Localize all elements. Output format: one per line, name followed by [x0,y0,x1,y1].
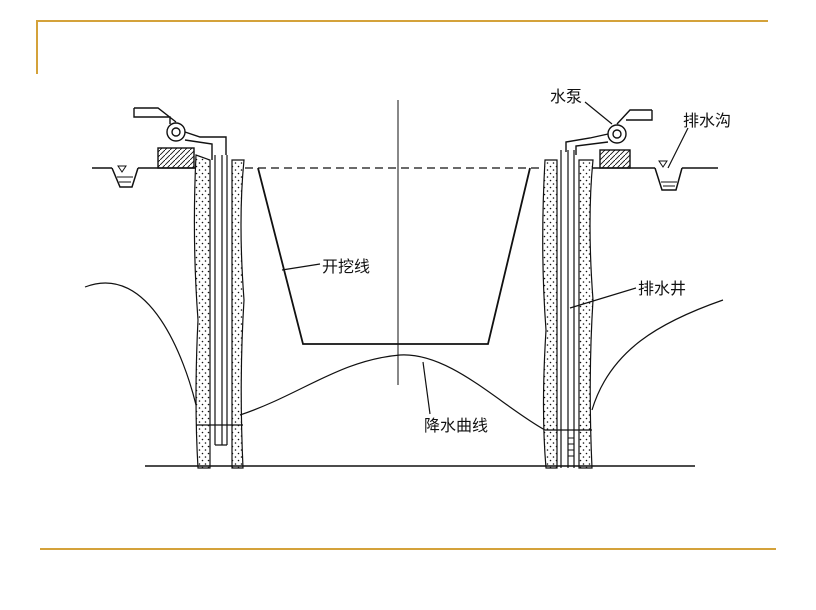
label-excavation-line: 开挖线 [322,257,370,276]
well-left-pipe [214,155,228,446]
label-drain-ditch: 排水沟 [683,111,731,130]
pump-left-impeller [166,122,186,142]
label-drawdown-curve: 降水曲线 [424,416,488,435]
leader-excavation-line [281,263,321,271]
leader-drainage-well [569,287,637,309]
left-accent-line [36,20,38,74]
pump-right-base [599,149,631,169]
bottom-accent-line [40,548,776,550]
well-right-outer-wall-l [542,159,558,469]
ditch-water-left [117,176,133,183]
well-right-screen [568,437,574,457]
label-drainage-well: 排水井 [638,279,686,298]
well-left-outer-wall-l [193,154,211,469]
pump-left-base [157,147,195,169]
well-left-outer-wall-r [231,159,245,469]
leader-drawdown-curve [422,361,431,415]
leader-pump [584,101,613,125]
pump-right-impeller [607,124,627,144]
drawdown-curve [84,282,724,431]
pump-left-discharge-pipe [184,131,227,160]
drainage-well-right [542,150,594,469]
pump-right-discharge-pipe [565,133,609,155]
drainage-well-left [193,154,245,469]
drain-ditch-right [654,167,683,191]
well-right-outer-wall-r [578,159,594,469]
well-right-pipe [560,150,575,468]
drain-ditch-left [111,167,139,188]
pump-left-suction-pipe [133,107,177,124]
leader-drain-ditch [667,127,689,169]
excavation-pit-outline [257,167,531,345]
pump-left [133,107,227,169]
water-mark-left [117,165,127,173]
pump-right [565,109,653,169]
pump-right-suction-pipe [616,109,653,125]
label-pump: 水泵 [550,87,582,106]
water-mark-right [658,160,668,168]
ditch-water-right [661,181,677,187]
top-accent-line [36,20,768,22]
